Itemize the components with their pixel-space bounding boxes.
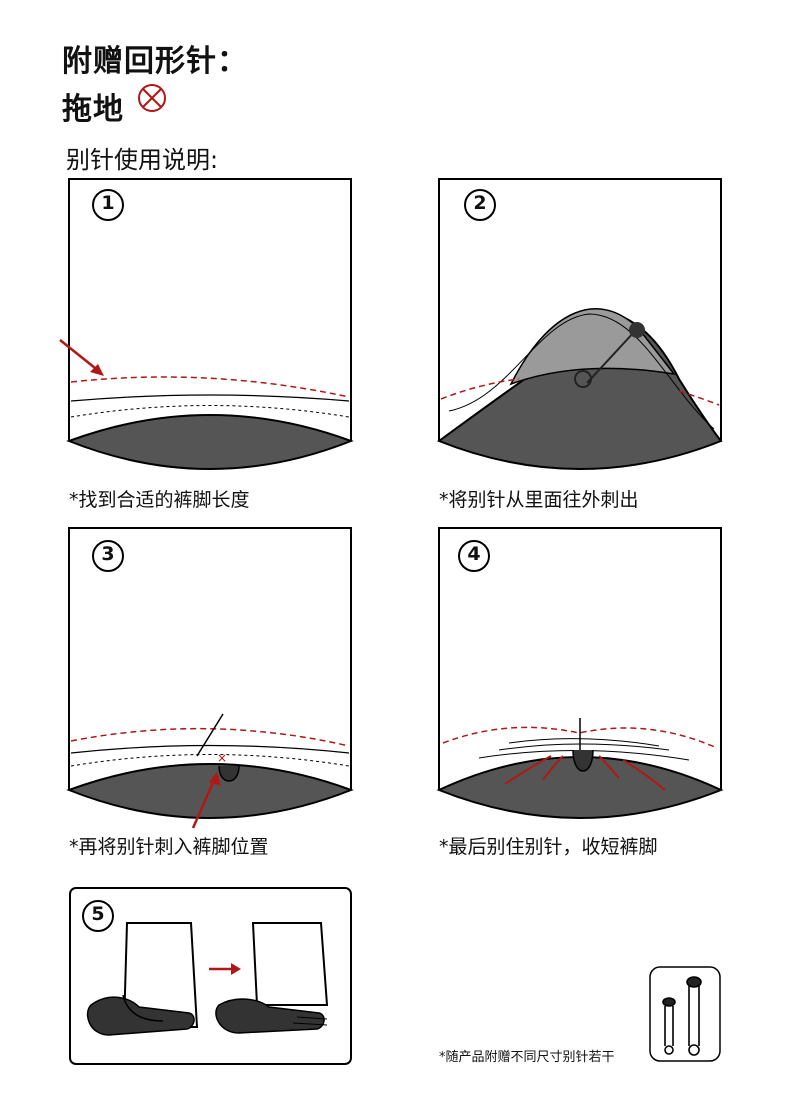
step-5-illustration: [69, 887, 352, 1065]
safety-pin-icon: [574, 322, 645, 388]
step-4-number: 4: [467, 543, 481, 565]
step-2-number-badge: [464, 189, 496, 221]
step-3-number: 3: [101, 543, 115, 565]
step-4-number-badge: [458, 540, 490, 572]
title-line1: 附赠回形针：: [62, 44, 248, 79]
step-4-arrows-icon: [504, 755, 666, 791]
step-5-arrow-icon: [209, 963, 241, 975]
step-5-number-badge: [82, 900, 114, 932]
step-1-number: 1: [101, 192, 115, 214]
step-2-illustration: [436, 178, 723, 470]
step-3-caption: *再将别针刺入裤脚位置: [69, 836, 269, 858]
step-3-illustration: ×: [66, 527, 354, 829]
step-3-number-badge: [92, 540, 124, 572]
svg-text:×: ×: [217, 751, 227, 765]
footnote: *随产品附赠不同尺寸别针若干: [439, 1050, 615, 1065]
step-5-number: 5: [91, 903, 105, 925]
title-line2: 拖地: [62, 92, 124, 127]
cross-circle-icon: [138, 84, 166, 112]
step-2-caption: *将别针从里面往外刺出: [439, 489, 639, 511]
step-1-caption: *找到合适的裤脚长度: [69, 489, 250, 511]
step-4-caption: *最后别住别针，收短裤脚: [439, 836, 658, 858]
step-1-arrow-icon: [59, 339, 104, 376]
safety-pins-icon: [649, 966, 721, 1062]
step-4-illustration: [436, 527, 724, 819]
step-3-arrow-icon: [191, 772, 221, 829]
step-2-number: 2: [473, 192, 487, 214]
subtitle: 别针使用说明:: [66, 146, 219, 174]
step-1-illustration: [66, 178, 354, 470]
step-1-number-badge: [92, 189, 124, 221]
